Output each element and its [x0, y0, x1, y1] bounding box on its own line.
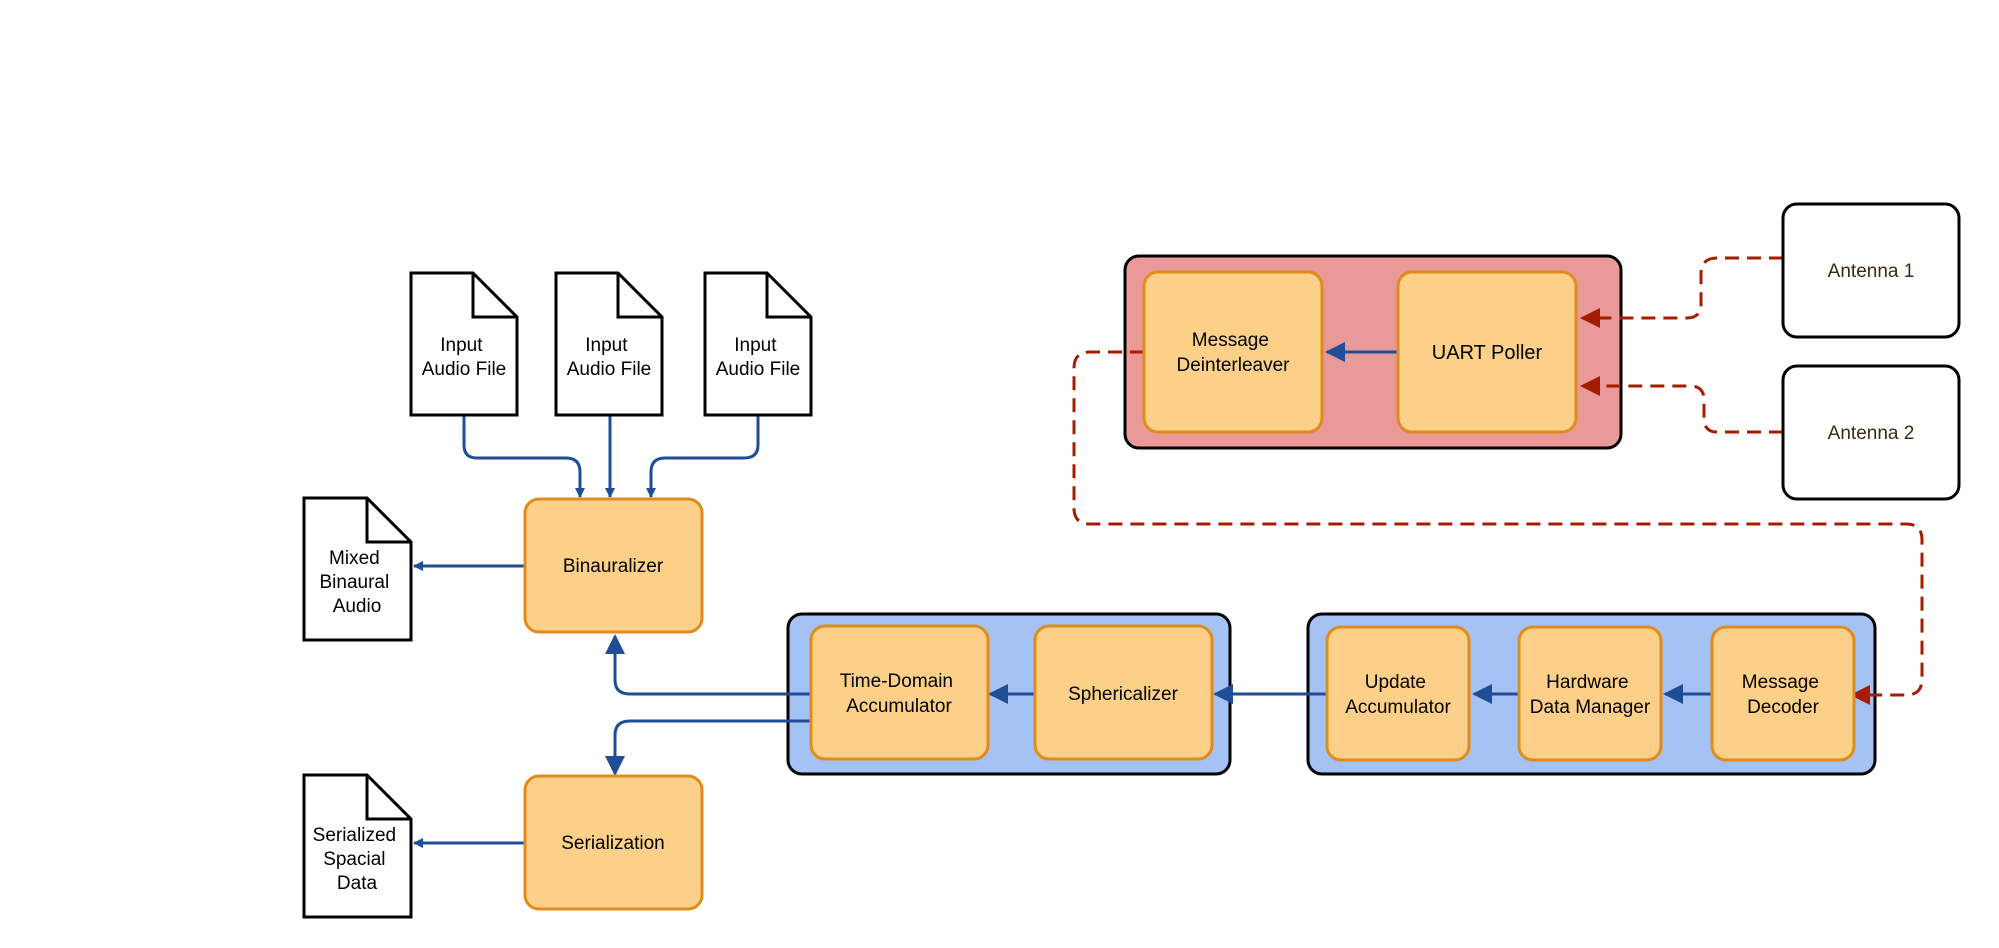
node-label-line: Accumulator	[1345, 697, 1451, 718]
node-label-line: Sphericalizer	[1068, 684, 1178, 705]
edge-deinterleaver-decoder	[1072, 350, 1924, 705]
svg-text:Binauralizer: Binauralizer	[563, 556, 664, 577]
document-label-line: Data	[337, 873, 378, 894]
node-update-accumulator[interactable]: Update Accumulator	[1325, 625, 1471, 762]
node-antenna-2[interactable]: Antenna 2	[1781, 364, 1961, 501]
svg-text:Input Audio File: Input Audio File	[567, 335, 652, 380]
node-label-line: Message	[1192, 330, 1269, 351]
node-label-line: Decoder	[1747, 697, 1819, 718]
document-mixed-binaural-audio: Mixed Binaural Audio	[302, 496, 413, 642]
document-label-line: Input	[585, 335, 628, 356]
node-label-line: Time-Domain	[840, 671, 953, 692]
node-label-line: Accumulator	[846, 696, 952, 717]
edge-antenna1-uart	[1580, 256, 1783, 328]
document-label-line: Spacial	[323, 849, 385, 870]
node-antenna-1[interactable]: Antenna 1	[1781, 202, 1961, 339]
svg-text:Input Audio File: Input Audio File	[422, 335, 507, 380]
node-label-line: Hardware	[1546, 672, 1628, 693]
node-time-domain-accumulator[interactable]: Time-Domain Accumulator	[809, 624, 990, 761]
edge-timedomain-serialization	[605, 719, 811, 776]
node-message-deinterleaver[interactable]: Message Deinterleaver	[1142, 270, 1324, 434]
svg-text:UART Poller: UART Poller	[1432, 342, 1543, 364]
node-label-line: Update	[1365, 672, 1426, 693]
document-label-line: Serialized	[313, 825, 396, 846]
document-label-line: Audio	[333, 596, 382, 617]
node-label-line: Antenna 2	[1828, 423, 1915, 444]
node-sphericalizer[interactable]: Sphericalizer	[1033, 624, 1214, 761]
document-input-audio-3: Input Audio File	[703, 271, 813, 417]
document-label-line: Audio File	[567, 359, 652, 380]
edge-input1-binauralizer	[462, 415, 585, 498]
svg-text:Antenna 2: Antenna 2	[1828, 423, 1915, 444]
svg-text:Input Audio File: Input Audio File	[716, 335, 801, 380]
svg-text:Serialized Spacial: Serialized Spacial Data	[313, 825, 402, 894]
node-label-line: Serialization	[561, 833, 665, 854]
document-input-audio-1: Input Audio File	[409, 271, 519, 417]
svg-text:Antenna 1: Antenna 1	[1828, 261, 1915, 282]
document-label-line: Audio File	[716, 359, 801, 380]
edge-antenna2-uart	[1580, 376, 1783, 434]
node-message-decoder[interactable]: Message Decoder	[1710, 625, 1856, 762]
svg-text:Update Accumulator: Update Accumulator	[1345, 672, 1451, 718]
svg-text:Time-Domain Accumulator: Time-Domain Accumulator	[840, 671, 959, 717]
document-label-line: Mixed	[329, 548, 380, 569]
document-label-line: Audio File	[422, 359, 507, 380]
svg-text:Hardware Data Manager: Hardware Data Manager	[1530, 672, 1651, 718]
node-label-line: UART Poller	[1432, 342, 1543, 364]
svg-text:Message Decoder: Message Decoder	[1742, 672, 1824, 718]
edge-timedomain-binauralizer	[605, 634, 811, 696]
svg-text:Serialization: Serialization	[561, 833, 665, 854]
svg-text:Sphericalizer: Sphericalizer	[1068, 684, 1178, 705]
document-serialized-spacial-data: Serialized Spacial Data	[302, 773, 413, 919]
svg-text:Message Deinterleaver: Message Deinterleaver	[1177, 330, 1291, 376]
node-label-line: Deinterleaver	[1177, 355, 1291, 376]
document-label-line: Input	[440, 335, 483, 356]
node-label-line: Antenna 1	[1828, 261, 1915, 282]
document-label-line: Binaural	[320, 572, 390, 593]
node-hardware-data-manager[interactable]: Hardware Data Manager	[1517, 625, 1663, 762]
edge-input3-binauralizer	[646, 415, 760, 498]
node-label-line: Binauralizer	[563, 556, 664, 577]
document-label-line: Input	[734, 335, 777, 356]
svg-text:Mixed Binaural Aud: Mixed Binaural Audio	[320, 548, 395, 617]
node-label-line: Message	[1742, 672, 1819, 693]
node-binauralizer[interactable]: Binauralizer	[523, 497, 704, 634]
node-serialization[interactable]: Serialization	[523, 774, 704, 911]
document-input-audio-2: Input Audio File	[554, 271, 664, 417]
node-uart-poller[interactable]: UART Poller	[1396, 270, 1578, 434]
node-label-line: Data Manager	[1530, 697, 1651, 718]
